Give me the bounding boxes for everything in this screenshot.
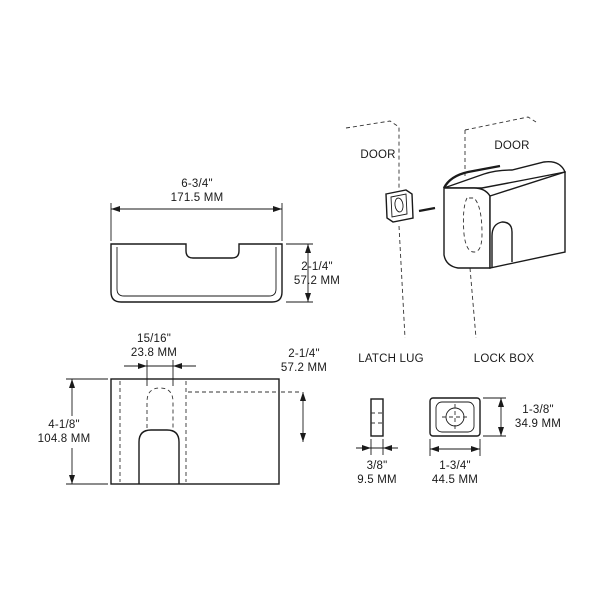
latch-plate-body — [429, 397, 481, 437]
left-door-outline — [345, 120, 400, 190]
iso-lock-box-lip — [442, 164, 501, 189]
lock-box-label: LOCK BOX — [474, 353, 535, 365]
label-backdrop — [30, 416, 100, 448]
arrowhead — [138, 363, 147, 369]
plate-width-mm: 44.5 MM — [432, 474, 478, 486]
front-height-mm: 104.8 MM — [38, 433, 91, 445]
front-view-body — [110, 378, 280, 485]
slot-width-mm: 23.8 MM — [131, 347, 177, 359]
iso-latch-lug-plate — [385, 189, 414, 223]
iso-lock-box-front — [489, 171, 566, 269]
right-door-outline — [464, 116, 537, 131]
slot-width-fraction: 15/16" — [137, 333, 171, 345]
latch-plate-hole — [445, 407, 465, 427]
lug-width-mm: 9.5 MM — [357, 474, 397, 486]
plate-width-fraction: 1-3/4" — [439, 460, 471, 472]
arrowhead — [173, 363, 182, 369]
iso-latch-lug-hole — [394, 197, 404, 213]
door-right-label: DOOR — [494, 140, 529, 152]
top-width-mm: 171.5 MM — [171, 192, 224, 204]
iso-lock-box-dashed-cutout — [462, 197, 483, 253]
plate-height-mm: 34.9 MM — [515, 418, 561, 430]
iso-latch-lug-front — [390, 193, 408, 218]
latch-lug-label: LATCH LUG — [358, 353, 424, 365]
arrowhead — [300, 433, 306, 442]
front-depth-mm: 57.2 MM — [281, 362, 327, 374]
arrowhead — [305, 293, 311, 302]
arrowhead — [362, 445, 371, 451]
front-hidden-slot — [146, 387, 174, 428]
lug-width-fraction: 3/8" — [367, 460, 388, 472]
right-door-edge-bottom — [469, 267, 477, 339]
assembly-connector — [418, 206, 436, 213]
top-width-fraction: 6-3/4" — [181, 178, 213, 190]
arrowhead — [498, 427, 504, 436]
plate-height-fraction: 1-3/8" — [522, 404, 554, 416]
arrowhead — [305, 244, 311, 253]
top-height-fraction: 2-1/4" — [301, 261, 333, 273]
arrowhead — [273, 206, 282, 212]
isometric-assembly: DOOR DOOR LATCH LUG LOCK BOX — [345, 116, 566, 365]
iso-lock-box-side — [443, 187, 491, 269]
front-view: 15/16" 23.8 MM 2-1/4" 57.2 MM 4-1/8" 104… — [30, 333, 327, 485]
arrowhead — [111, 206, 120, 212]
top-view: 6-3/4" 171.5 MM 2-1/4" 57.2 MM — [110, 178, 340, 303]
arrowhead — [430, 446, 439, 452]
door-left-label: DOOR — [360, 149, 395, 161]
latch-lug-side-body — [370, 398, 384, 437]
latch-plate-inner — [435, 401, 475, 433]
left-door-edge — [398, 225, 406, 339]
front-visible-slot — [138, 429, 180, 484]
top-view-tray-inner — [116, 247, 277, 297]
front-depth-fraction: 2-1/4" — [288, 348, 320, 360]
arrowhead — [69, 379, 75, 388]
iso-lock-box-slot — [491, 221, 513, 268]
front-height-fraction: 4-1/8" — [48, 419, 80, 431]
arrowhead — [300, 392, 306, 401]
latch-lug-front-view: 1-3/4" 44.5 MM 1-3/8" 34.9 MM — [429, 397, 561, 486]
top-view-tray-outline — [110, 243, 283, 303]
latch-lug-side-view: 3/8" 9.5 MM — [356, 398, 398, 486]
arrowhead — [383, 445, 392, 451]
arrowhead — [498, 398, 504, 407]
top-height-mm: 57.2 MM — [294, 275, 340, 287]
arrowhead — [471, 446, 480, 452]
arrowhead — [69, 475, 75, 484]
